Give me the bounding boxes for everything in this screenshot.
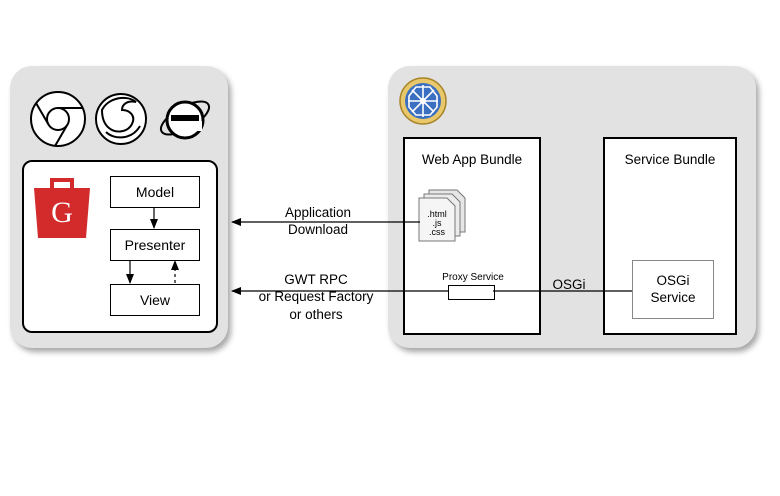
service-bundle-title: Service Bundle	[624, 152, 716, 167]
proxy-service-label: Proxy Service	[442, 272, 504, 283]
osgi-service-label-line1: OSGi	[656, 273, 690, 288]
rpc-label-line1: GWT RPC	[284, 272, 348, 287]
chrome-icon	[28, 89, 88, 149]
osgi-connection-label: OSGi	[552, 277, 586, 292]
file-ext-css: .css	[428, 227, 445, 237]
presenter-box: Presenter	[110, 229, 200, 261]
gwt-logo-icon: G	[30, 174, 94, 244]
view-box: View	[110, 284, 200, 316]
internet-explorer-icon	[155, 88, 215, 148]
firefox-icon	[92, 90, 150, 148]
file-ext-js: .js	[432, 218, 442, 228]
model-box: Model	[110, 176, 200, 208]
rpc-label-line2: or Request Factory	[258, 289, 374, 304]
osgi-service-box	[632, 260, 714, 319]
proxy-service-box	[448, 285, 495, 300]
osgi-network-logo-icon	[398, 76, 448, 126]
application-download-label-line2: Download	[287, 222, 349, 237]
rpc-label-line3: or others	[289, 307, 343, 322]
file-ext-html: .html	[427, 209, 447, 219]
gwt-logo-letter: G	[51, 196, 73, 229]
osgi-service-label-line2: Service	[650, 290, 696, 305]
application-download-label-line1: Application	[284, 205, 352, 220]
web-app-bundle-title: Web App Bundle	[421, 152, 523, 167]
web-files-icon: .html .js .css	[417, 188, 469, 244]
